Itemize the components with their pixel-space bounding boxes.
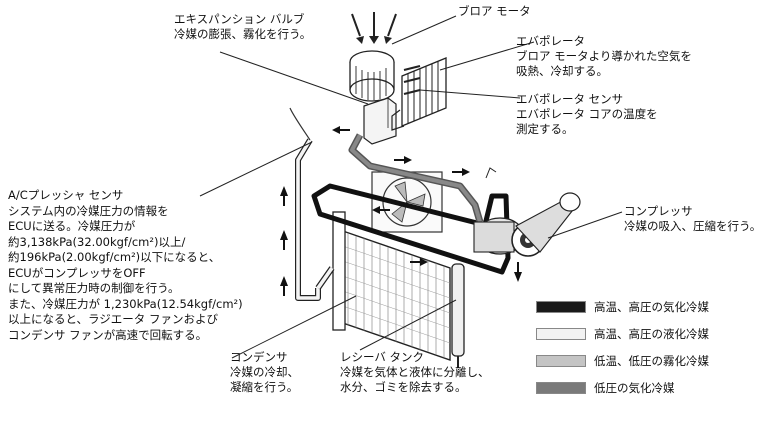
blower-motor-label: ブロア モータ: [458, 4, 531, 19]
receiver-tank: [451, 263, 465, 368]
condenser-title: コンデンサ: [230, 350, 288, 364]
high-pressure-liquid-line: [295, 138, 321, 301]
condenser-desc-2: 凝縮を行う。: [230, 380, 299, 394]
legend-item: 低温、低圧の霧化冷媒: [536, 352, 776, 370]
pressure-sensor-desc-7: また、冷媒圧力が 1,230kPa(12.54kgf/cm²): [8, 296, 243, 311]
compressor-desc: 冷媒の吸入、圧縮を行う。: [624, 219, 762, 233]
expansion-valve-label: エキスパンション バルブ 冷媒の膨張、霧化を行う。: [174, 12, 311, 42]
expansion-valve-desc: 冷媒の膨張、霧化を行う。: [174, 27, 312, 41]
legend-swatch: [536, 382, 586, 394]
pressure-sensor-label: A/Cプレッシャ センサ システム内の冷媒圧力の情報を ECUに送る。冷媒圧力が…: [8, 188, 243, 343]
pressure-sensor-desc-2: ECUに送る。冷媒圧力が: [8, 219, 136, 233]
legend-item: 低圧の気化冷媒: [536, 379, 776, 397]
legend-item: 高温、高圧の気化冷媒: [536, 298, 776, 316]
receiver-tank-desc-1: 冷媒を気体と液体に分離し、: [340, 365, 490, 379]
evaporator-desc-2: 吸熱、冷却する。: [516, 64, 608, 78]
pressure-sensor-desc-4: 約196kPa(2.00kgf/cm²)以下になると、: [8, 250, 221, 264]
leader-lines: [199, 15, 623, 359]
flow-arrows: [280, 126, 522, 296]
evaporator-desc-1: ブロア モータより導かれた空気を: [516, 49, 692, 63]
evaporator-title: エバポレータ: [516, 34, 585, 48]
evaporator-sensor-title: エバポレータ センサ: [516, 92, 624, 106]
legend-label: 低温、低圧の霧化冷媒: [594, 354, 709, 368]
blower-motor: [349, 50, 395, 102]
pressure-sensor-desc-9: コンデンサ ファンが高速で回転する。: [8, 327, 208, 342]
evaporator-label: エバポレータ ブロア モータより導かれた空気を 吸熱、冷却する。: [516, 34, 692, 79]
expansion-valve-title: エキスパンション バルブ: [174, 12, 305, 26]
pressure-sensor-desc-6: にして異常圧力時の制御を行う。: [8, 281, 180, 295]
legend-label: 低圧の気化冷媒: [594, 381, 675, 395]
pressure-sensor-desc-8: 以上になると、ラジエータ ファンおよび: [8, 312, 218, 326]
legend-swatch: [536, 328, 586, 340]
pressure-sensor-desc-3: 約3,138kPa(32.00kgf/cm²)以上/: [8, 234, 186, 249]
condenser-desc-1: 冷媒の冷却、: [230, 365, 299, 379]
evaporator-sensor-label: エバポレータ センサ エバポレータ コアの温度を 測定する。: [516, 92, 658, 137]
pressure-sensor-desc-5: ECUがコンプレッサをOFF: [8, 265, 146, 280]
legend-item: 高温、高圧の液化冷媒: [536, 325, 776, 343]
receiver-tank-desc-2: 水分、ゴミを除去する。: [340, 380, 467, 394]
compressor-label: コンプレッサ 冷媒の吸入、圧縮を行う。: [624, 204, 761, 234]
legend-label: 高温、高圧の気化冷媒: [594, 300, 709, 314]
compressor: [473, 167, 581, 257]
compressor-title: コンプレッサ: [624, 204, 693, 218]
airflow-arrows: [351, 12, 421, 95]
condenser-label: コンデンサ 冷媒の冷却、 凝縮を行う。: [230, 350, 299, 395]
blower-motor-title: ブロア モータ: [458, 4, 531, 18]
evaporator: [391, 57, 447, 131]
expansion-valve: [363, 97, 397, 145]
receiver-tank-title: レシーバ タンク: [340, 350, 425, 364]
legend-swatch: [536, 301, 586, 313]
pressure-sensor-desc-1: システム内の冷媒圧力の情報を: [8, 203, 169, 218]
evaporator-sensor-desc-2: 測定する。: [516, 122, 574, 136]
legend-label: 高温、高圧の液化冷媒: [594, 327, 709, 341]
pressure-sensor-title: A/Cプレッシャ センサ: [8, 188, 124, 202]
high-pressure-gas-line: [311, 183, 511, 275]
legend-swatch: [536, 355, 586, 367]
receiver-tank-label: レシーバ タンク 冷媒を気体と液体に分離し、 水分、ゴミを除去する。: [340, 350, 490, 395]
evaporator-sensor-desc-1: エバポレータ コアの温度を: [516, 107, 658, 121]
